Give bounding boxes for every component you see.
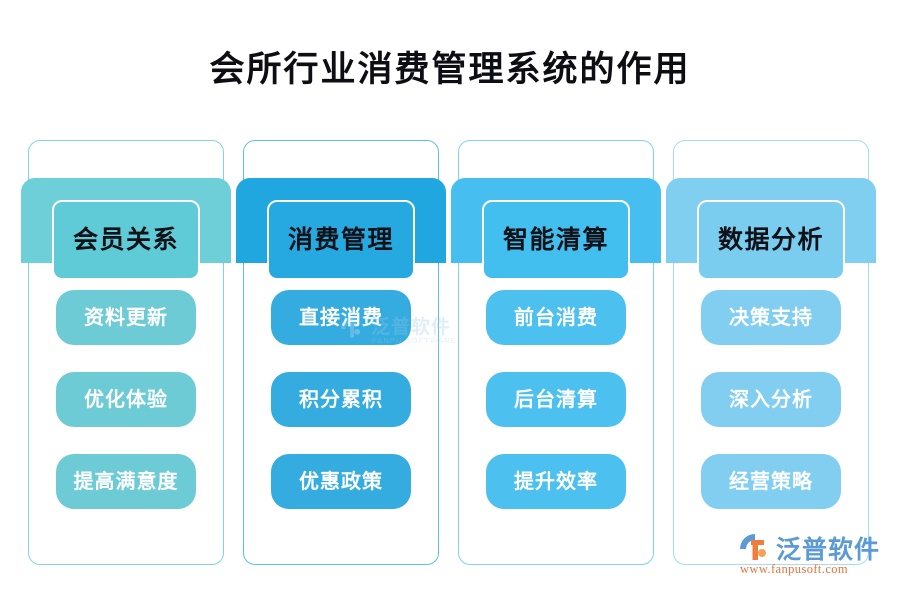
feature-pill-label: 提高满意度 (73, 470, 179, 493)
feature-pill[interactable]: 提高满意度 (56, 454, 196, 509)
feature-pill[interactable]: 后台清算 (486, 372, 626, 427)
column-items: 前台消费后台清算提升效率 (458, 290, 654, 509)
column-header-label: 智能清算 (502, 226, 609, 254)
column-header-label: 会员关系 (72, 226, 179, 254)
feature-pill[interactable]: 深入分析 (701, 372, 841, 427)
brand-logo: 泛普软件 www.fanpusoft.com (738, 530, 888, 582)
feature-pill-label: 积分累积 (299, 388, 383, 411)
column-header-label: 数据分析 (717, 226, 824, 254)
page-title: 会所行业消费管理系统的作用 (209, 50, 691, 89)
feature-pill[interactable]: 积分累积 (271, 372, 411, 427)
feature-pill[interactable]: 提升效率 (486, 454, 626, 509)
feature-pill[interactable]: 优化体验 (56, 372, 196, 427)
column-header-card[interactable]: 消费管理 (267, 200, 415, 280)
feature-pill-label: 优化体验 (84, 388, 168, 411)
column-header-label: 消费管理 (287, 226, 394, 254)
column-frame (28, 140, 224, 565)
feature-pill-label: 直接消费 (299, 306, 383, 329)
brand-name: 泛普软件 (776, 536, 881, 564)
feature-pill-label: 优惠政策 (299, 470, 383, 493)
feature-pill[interactable]: 优惠政策 (271, 454, 411, 509)
column-header-card[interactable]: 智能清算 (482, 200, 630, 280)
feature-pill[interactable]: 前台消费 (486, 290, 626, 345)
feature-pill-label: 后台清算 (514, 388, 598, 411)
column-header-card[interactable]: 会员关系 (52, 200, 200, 280)
column-items: 决策支持深入分析经营策略 (673, 290, 869, 509)
fanpu-logo-icon (740, 534, 766, 560)
feature-pill-label: 提升效率 (514, 470, 598, 493)
feature-pill-label: 深入分析 (729, 388, 813, 411)
feature-pill[interactable]: 决策支持 (701, 290, 841, 345)
column-frame (243, 140, 439, 565)
feature-pill-label: 资料更新 (84, 306, 168, 329)
feature-pill-label: 决策支持 (729, 306, 813, 329)
column-header-card[interactable]: 数据分析 (697, 200, 845, 280)
column-data-analysis: 数据分析决策支持深入分析经营策略 (666, 140, 876, 565)
feature-pill[interactable]: 经营策略 (701, 454, 841, 509)
feature-pill-label: 前台消费 (514, 306, 598, 329)
feature-pill-label: 经营策略 (729, 470, 813, 493)
column-items: 资料更新优化体验提高满意度 (28, 290, 224, 509)
column-consumption-management: 消费管理直接消费积分累积优惠政策 (236, 140, 446, 565)
column-frame (458, 140, 654, 565)
column-smart-settlement: 智能清算前台消费后台清算提升效率 (451, 140, 661, 565)
column-items: 直接消费积分累积优惠政策 (243, 290, 439, 509)
brand-url: www.fanpusoft.com (740, 562, 849, 576)
column-member-relations: 会员关系资料更新优化体验提高满意度 (21, 140, 231, 565)
feature-pill[interactable]: 资料更新 (56, 290, 196, 345)
column-frame (673, 140, 869, 565)
feature-pill[interactable]: 直接消费 (271, 290, 411, 345)
